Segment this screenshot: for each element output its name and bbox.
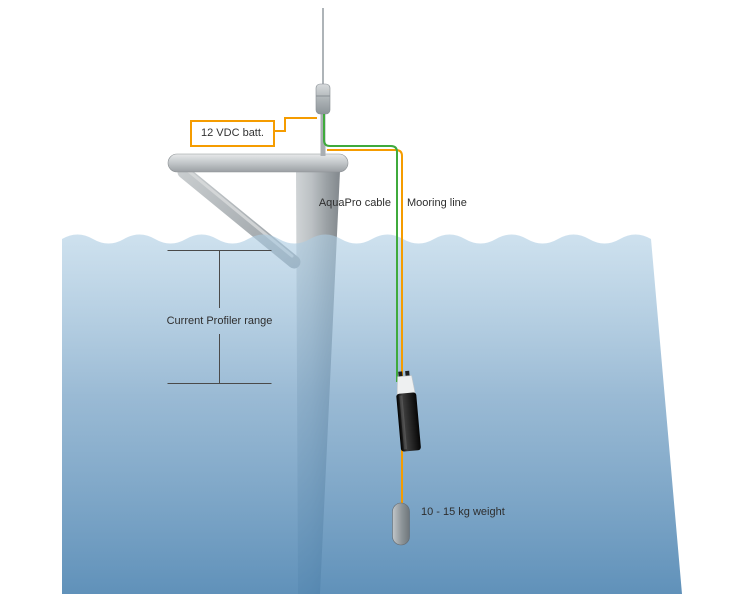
profiler-range-dimension [167, 250, 272, 384]
sea-water [62, 234, 682, 594]
pier-deck [167, 153, 349, 173]
current-profiler [396, 370, 421, 452]
mooring-weight [392, 502, 410, 546]
battery-box: 12 VDC batt. [190, 120, 275, 147]
battery-label: 12 VDC batt. [201, 127, 264, 139]
mooring-line-label: Mooring line [407, 197, 467, 209]
weight-label: 10 - 15 kg weight [421, 506, 505, 518]
profiler-range-label: Current Profiler range [166, 315, 273, 327]
aquapro-cable [323, 114, 398, 382]
aquapro-cable-label: AquaPro cable [318, 197, 391, 209]
